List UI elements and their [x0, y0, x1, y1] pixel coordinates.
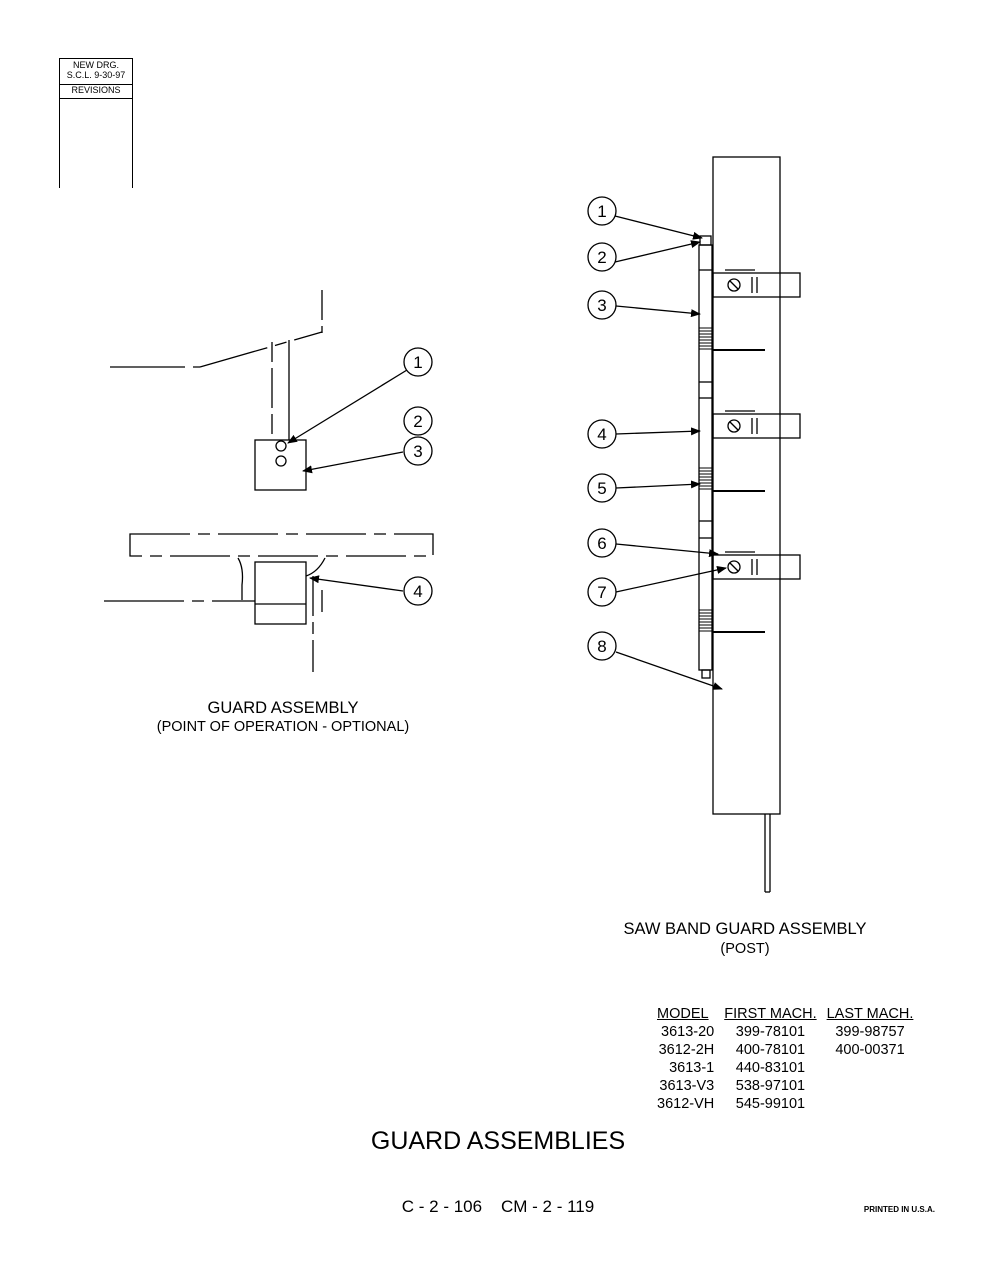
guard-assembly-callouts: [403, 347, 433, 606]
revision-line-1: NEW DRG.: [73, 60, 119, 70]
header-first-mach: FIRST MACH.: [724, 1006, 817, 1022]
spring-bottom: [699, 609, 765, 633]
printed-in-usa: PRINTED IN U.S.A.: [864, 1205, 935, 1214]
post-callout-3: 3: [597, 296, 606, 315]
guard-assembly-drawing: [104, 290, 434, 672]
first-mach-cell: 400-78101: [735, 1042, 806, 1058]
post-callout-1: 1: [597, 202, 606, 221]
revision-blank-row: [60, 98, 132, 113]
guard-callout-4: 4: [413, 582, 422, 601]
spring-middle: [699, 467, 765, 492]
clamp-middle: [712, 410, 801, 439]
post-callout-7: 7: [597, 583, 606, 602]
model-cell: 3613-20: [661, 1024, 715, 1040]
first-mach-cell: 399-78101: [735, 1024, 806, 1040]
saw-band-guard-title: SAW BAND GUARD ASSEMBLY: [624, 920, 867, 938]
table-row: 3612-VH 545-99101: [652, 1095, 918, 1113]
last-mach-cell: 400-00371: [835, 1042, 905, 1058]
revisions-heading: REVISIONS: [60, 84, 132, 98]
guard-callout-2: 2: [413, 412, 422, 431]
post-callout-8: 8: [597, 637, 606, 656]
revision-line-2: S.C.L. 9-30-97: [66, 70, 126, 80]
model-cell: 3613-V3: [659, 1078, 715, 1094]
saw-band-guard-subtitle: (POST): [720, 941, 769, 957]
post-callout-6: 6: [597, 534, 606, 553]
last-mach-cell: 399-98757: [835, 1024, 905, 1040]
revision-entry: NEW DRG. S.C.L. 9-30-97: [60, 58, 132, 84]
saw-band-guard-drawing: [614, 156, 801, 893]
saw-band-callouts: [587, 196, 617, 661]
last-mach-cell: [822, 1059, 919, 1077]
guard-callout-3: 3: [413, 442, 422, 461]
post-callout-4: 4: [597, 425, 606, 444]
first-mach-cell: 545-99101: [735, 1096, 806, 1112]
table-row: 3612-2H 400-78101 400-00371: [652, 1041, 918, 1059]
header-last-mach: LAST MACH.: [826, 1006, 914, 1022]
first-mach-cell: 538-97101: [735, 1078, 806, 1094]
drawing-numbers: C - 2 - 106 CM - 2 - 119: [402, 1197, 594, 1216]
model-cell: 3612-2H: [658, 1042, 715, 1058]
last-mach-cell: [822, 1095, 919, 1113]
spring-top: [699, 327, 765, 351]
models-table: MODEL FIRST MACH. LAST MACH. 3613-20 399…: [652, 1005, 918, 1113]
post-callout-2: 2: [597, 248, 606, 267]
model-cell: 3612-VH: [657, 1096, 715, 1112]
post-callout-5: 5: [597, 479, 606, 498]
page-title: GUARD ASSEMBLIES: [371, 1127, 625, 1155]
clamp-bottom: [712, 551, 801, 580]
table-row: 3613-1 440-83101: [652, 1059, 918, 1077]
clamp-top: [712, 269, 801, 298]
guard-callout-1: 1: [413, 353, 422, 372]
first-mach-cell: 440-83101: [735, 1060, 806, 1076]
guard-assembly-title: GUARD ASSEMBLY: [208, 699, 359, 717]
guard-assembly-subtitle: (POINT OF OPERATION - OPTIONAL): [157, 719, 409, 735]
model-cell: 3613-1: [669, 1060, 715, 1076]
header-model: MODEL: [657, 1006, 709, 1022]
table-row: 3613-20 399-78101 399-98757: [652, 1023, 918, 1041]
table-row: 3613-V3 538-97101: [652, 1077, 918, 1095]
last-mach-cell: [822, 1077, 919, 1095]
revision-block: NEW DRG. S.C.L. 9-30-97 REVISIONS: [59, 58, 133, 188]
